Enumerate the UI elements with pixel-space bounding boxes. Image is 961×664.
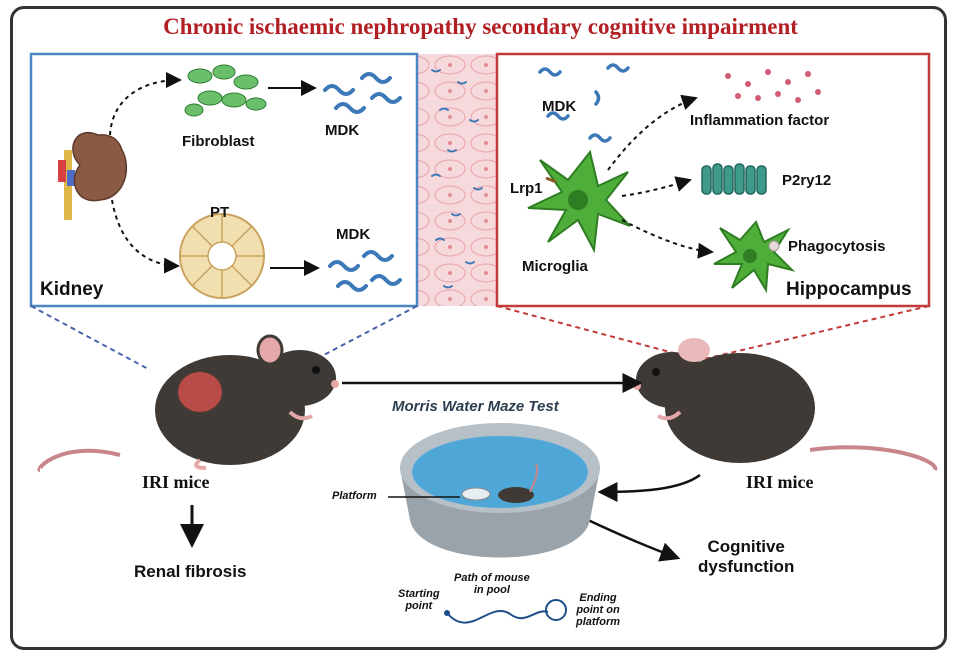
fibroblast-icon — [184, 64, 267, 117]
connector-right-2 — [699, 305, 930, 361]
starting-point-line2: point — [405, 600, 433, 612]
starting-point-label: Starting point — [398, 588, 440, 612]
phagocytosis-microglia-icon — [713, 220, 796, 294]
blood-vessel — [418, 54, 498, 306]
cognitive-dysfunction-line1: Cognitive — [707, 537, 785, 556]
figure-title: Chronic ischaemic nephropathy secondary … — [163, 14, 798, 39]
path-label-line1: Path of mouse — [454, 572, 530, 584]
inflammation-factor-label: Inflammation factor — [690, 112, 830, 129]
hippocampus-label: Hippocampus — [786, 279, 912, 300]
right-mouse-label: IRI mice — [746, 472, 814, 492]
mdk-molecules-bottom — [328, 250, 402, 292]
mdk-molecules-top — [323, 72, 402, 114]
right-mouse-icon — [633, 338, 938, 471]
proximal-tubule-icon — [179, 213, 265, 299]
arrow-kidney-to-pt — [111, 199, 180, 274]
outer-frame — [10, 6, 947, 650]
mdk-label-bottom: MDK — [336, 226, 371, 243]
left-mouse-label: IRI mice — [142, 472, 210, 492]
kidney-label: Kidney — [40, 279, 104, 300]
cognitive-dysfunction-line2: dysfunction — [698, 557, 795, 576]
arrow-to-inflammation — [607, 94, 698, 171]
p2ry12-receptor-icon — [701, 163, 767, 195]
connector-left-1 — [30, 305, 151, 371]
lrp1-label: Lrp1 — [510, 180, 543, 197]
arrow-kidney-to-fibroblast — [109, 72, 182, 136]
arrow-to-cognitive-dysfunction — [587, 518, 681, 562]
mdk-label-hippocampus: MDK — [542, 98, 577, 115]
cognitive-dysfunction-label: Cognitive dysfunction — [698, 537, 794, 577]
left-mouse-icon — [37, 334, 339, 472]
maze-title: Morris Water Maze Test — [392, 398, 559, 415]
ending-point-label: Ending point on platform — [576, 592, 620, 628]
platform-label: Platform — [332, 490, 377, 502]
fibroblast-label: Fibroblast — [182, 133, 255, 150]
phagocytosis-label: Phagocytosis — [788, 238, 886, 255]
path-label-line2: in pool — [473, 584, 510, 596]
ending-point-line1: Ending — [579, 592, 617, 604]
ending-point-line3: platform — [576, 616, 620, 628]
arrow-mouse-to-pool — [597, 473, 701, 502]
ending-point-line2: point on — [576, 604, 620, 616]
renal-fibrosis-label: Renal fibrosis — [134, 562, 247, 581]
mouse-path-legend — [444, 599, 567, 624]
microglia-label: Microglia — [522, 258, 588, 275]
inflammation-dots — [725, 69, 821, 103]
water-maze-pool-icon — [400, 423, 600, 558]
pt-label: PT — [210, 204, 230, 221]
p2ry12-label: P2ry12 — [782, 172, 832, 189]
arrow-to-p2ry12 — [621, 176, 692, 197]
connector-right-1 — [496, 305, 701, 361]
path-label: Path of mouse in pool — [454, 572, 530, 596]
arrow-to-phagocytosis — [621, 219, 714, 259]
hippocampus-panel-box — [495, 52, 931, 308]
kidney-icon — [58, 132, 128, 220]
mdk-molecules-hippocampus — [538, 63, 630, 143]
kidney-panel-box — [29, 52, 419, 308]
microglia-icon — [527, 149, 631, 254]
mdk-label-top: MDK — [325, 122, 360, 139]
starting-point-line1: Starting — [398, 588, 440, 600]
